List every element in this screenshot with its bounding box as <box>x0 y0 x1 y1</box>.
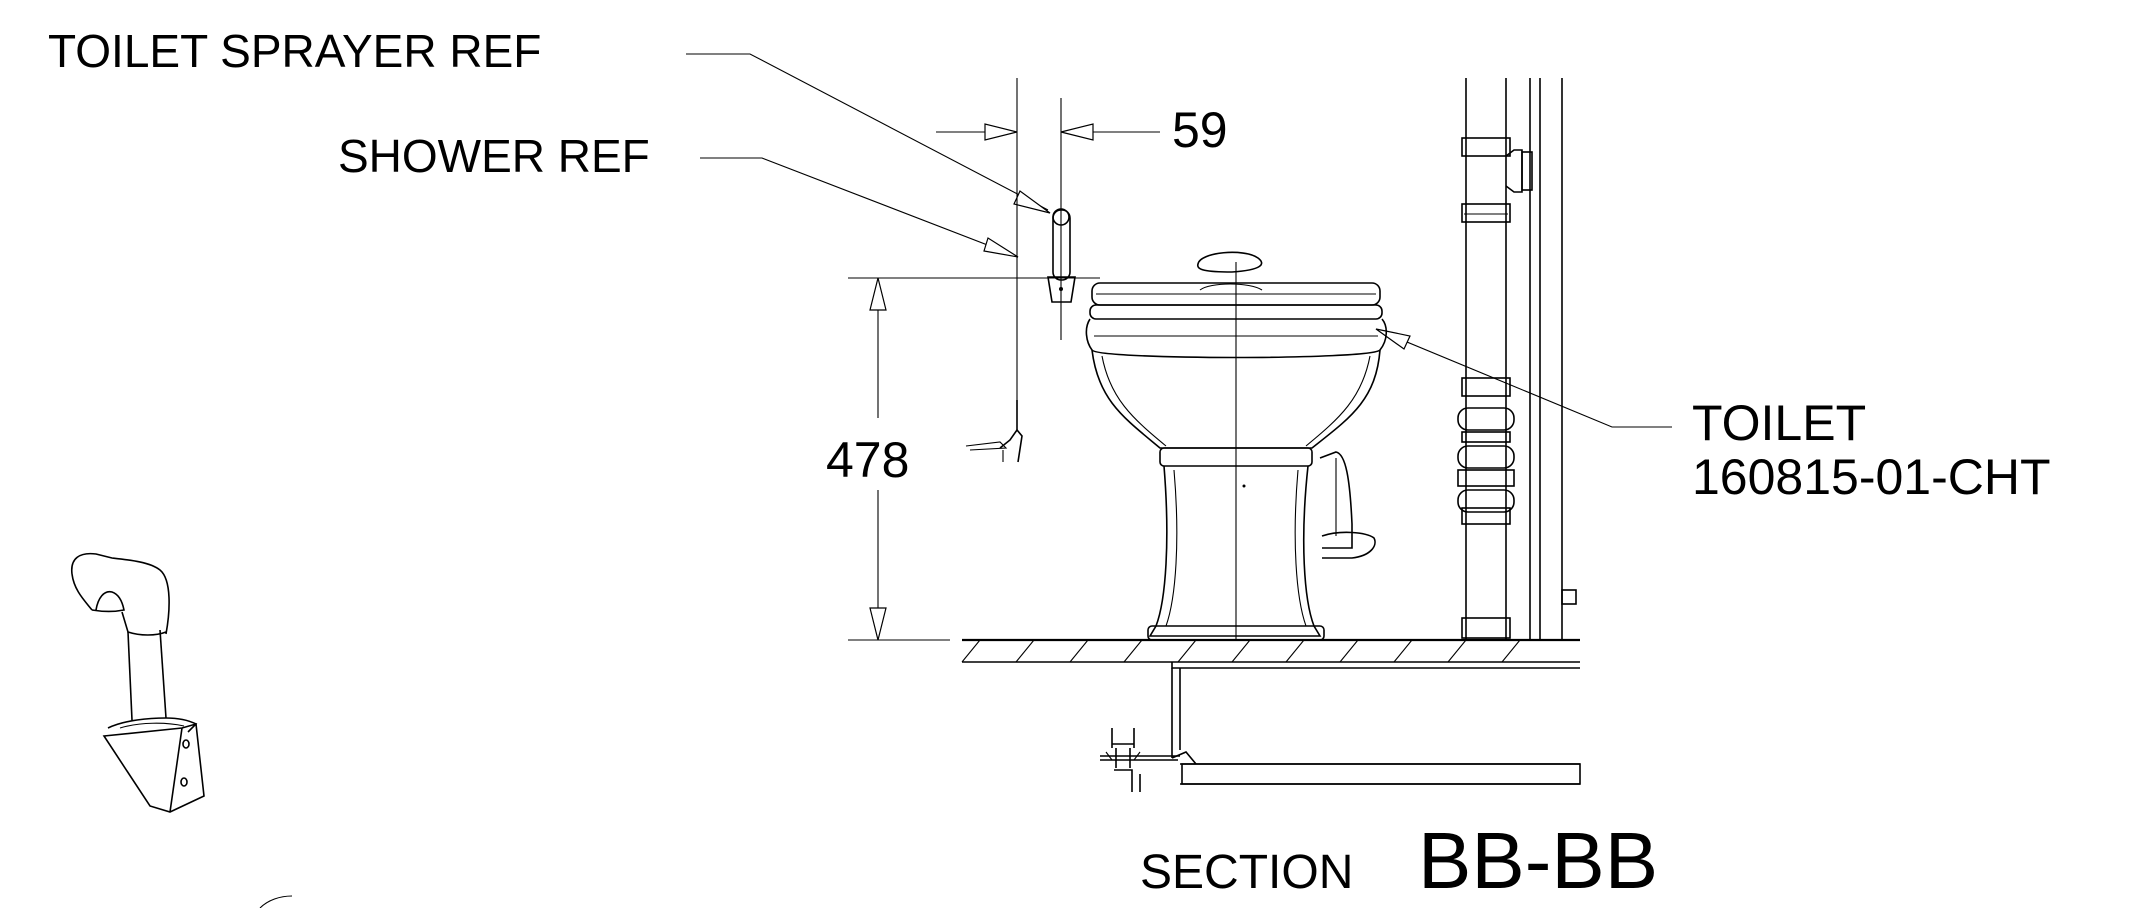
toilet-label: TOILET <box>1692 395 1866 451</box>
dimension-478: 478 <box>826 432 909 488</box>
toilet-sprayer-ref-label: TOILET SPRAYER REF <box>48 25 541 77</box>
toilet-part-number: 160815-01-CHT <box>1692 449 2051 505</box>
wall-section <box>965 400 1023 463</box>
shower-ref-label: SHOWER REF <box>338 130 650 182</box>
dimension-59-lines <box>936 78 1160 410</box>
section-title-large: BB-BB <box>1418 816 1658 905</box>
dimension-59: 59 <box>1172 102 1228 158</box>
toilet-leader <box>1375 328 1672 428</box>
shower-leader <box>700 157 1019 258</box>
plumbing-stack <box>1457 78 1577 640</box>
floor-hatch <box>961 638 1580 663</box>
dimension-478-lines <box>848 277 1100 641</box>
sprayer-holder-iso <box>71 552 293 908</box>
section-title-small: SECTION <box>1140 846 1353 899</box>
sprayer-holder-side <box>1047 208 1076 303</box>
toilet-body <box>1085 251 1388 641</box>
substructure <box>1100 662 1581 792</box>
